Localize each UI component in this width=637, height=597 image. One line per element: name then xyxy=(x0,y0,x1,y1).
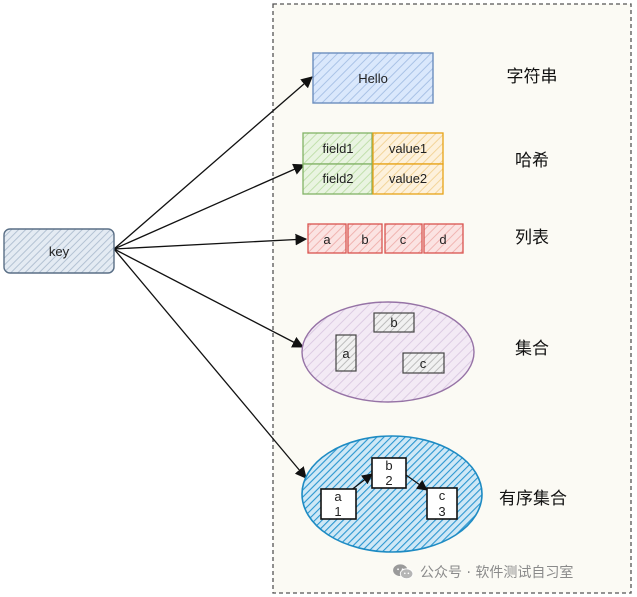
set-ellipse xyxy=(301,301,475,403)
list-item-box xyxy=(307,223,347,254)
watermark: 公众号 · 软件测试自习室 xyxy=(392,561,573,583)
hash-field: field1 xyxy=(322,141,353,156)
set-member: c xyxy=(420,356,427,371)
zset-type-label: 有序集合 xyxy=(499,489,567,509)
list-item: d xyxy=(439,232,446,247)
arrow-to-string xyxy=(113,76,313,250)
key-node: key xyxy=(3,228,115,274)
key-label: key xyxy=(49,244,70,259)
string-box xyxy=(312,52,434,104)
set-member-box xyxy=(335,334,357,372)
list-item: b xyxy=(361,232,368,247)
zset-member-box xyxy=(320,488,357,520)
arrow-to-hash xyxy=(113,163,306,250)
arrow-to-set xyxy=(113,248,305,348)
hash-field: field2 xyxy=(322,171,353,186)
wechat-icon xyxy=(393,564,414,580)
string-type-label: 字符串 xyxy=(507,67,558,87)
hash-value-cell-1 xyxy=(372,132,444,165)
zset-order-arrow xyxy=(405,474,428,491)
arrow-to-zset xyxy=(113,248,307,479)
hash-value: value2 xyxy=(389,171,427,186)
set-member-box xyxy=(373,312,415,333)
set-member: b xyxy=(390,315,397,330)
hash-field-cell-1 xyxy=(302,132,373,165)
string-type: Hello 字符串 xyxy=(312,52,558,104)
hash-field-cell-2 xyxy=(302,163,373,195)
list-item: c xyxy=(400,232,407,247)
hash-value-cell-2 xyxy=(372,163,444,195)
list-type-label: 列表 xyxy=(515,228,549,248)
hash-type: field1 value1 field2 value2 哈希 xyxy=(302,132,549,195)
zset-member: a xyxy=(334,489,342,504)
list-item-box xyxy=(384,223,423,254)
set-member-box xyxy=(402,352,445,374)
zset-ellipse xyxy=(301,435,483,553)
zset-order-arrow xyxy=(349,473,373,492)
set-member: a xyxy=(342,346,350,361)
zset-member-box xyxy=(371,457,407,489)
zset-score: 2 xyxy=(385,473,392,488)
set-type: a b c 集合 xyxy=(301,301,549,403)
list-item-box xyxy=(347,223,383,254)
zset-member: b xyxy=(385,458,392,473)
hash-type-label: 哈希 xyxy=(515,151,549,171)
zset-type: a 1 b 2 c 3 有序集合 xyxy=(301,435,567,553)
zset-score: 3 xyxy=(438,504,445,519)
zset-score: 1 xyxy=(334,504,341,519)
list-type: a b c d 列表 xyxy=(307,223,549,254)
zset-member: c xyxy=(439,488,446,503)
hash-value: value1 xyxy=(389,141,427,156)
key-box xyxy=(3,228,115,274)
zset-member-box xyxy=(426,487,458,520)
arrow-to-list xyxy=(113,233,308,250)
string-value: Hello xyxy=(358,71,388,86)
key-connectors xyxy=(113,76,313,479)
list-item-box xyxy=(423,223,464,254)
set-type-label: 集合 xyxy=(515,339,549,359)
watermark-text: 公众号 · 软件测试自习室 xyxy=(420,565,574,581)
list-item: a xyxy=(323,232,331,247)
